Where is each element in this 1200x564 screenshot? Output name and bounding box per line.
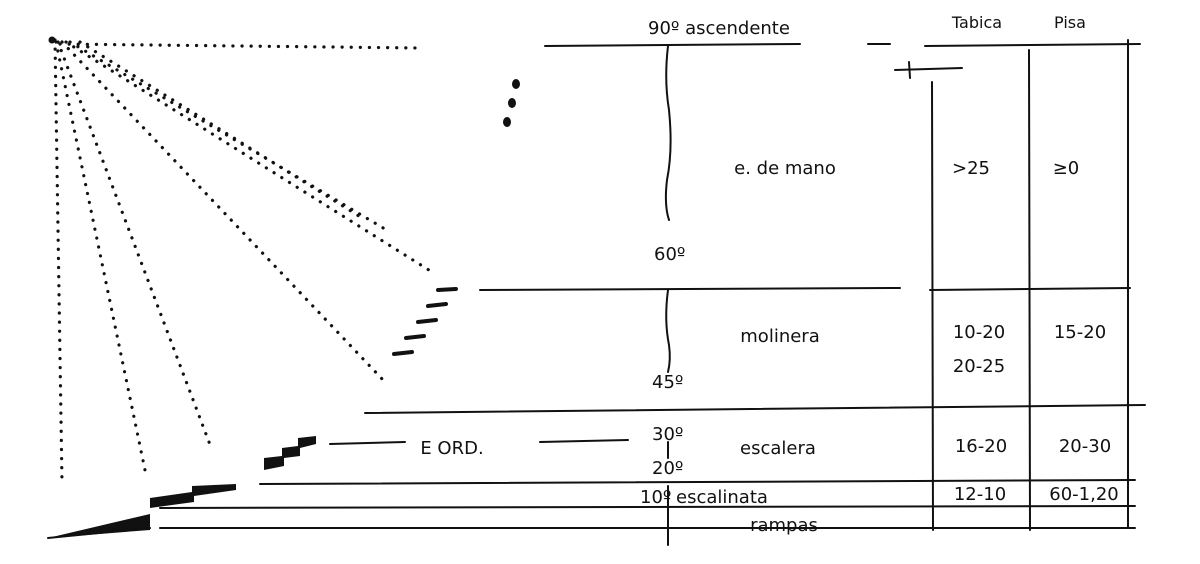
vline-tabica <box>931 81 934 531</box>
ray-60 <box>56 40 214 452</box>
vertical-lines <box>664 39 1129 546</box>
origin-point <box>48 36 56 44</box>
rung-2 <box>508 98 516 108</box>
row-rampas-name: rampas <box>750 515 818 536</box>
row-escalinata-tabica: 12-10 <box>954 484 1006 505</box>
line-30-left <box>329 441 406 445</box>
escalinata-steps <box>150 484 236 508</box>
ordinary-stair-shape <box>264 436 316 470</box>
line-30-mid <box>539 439 629 443</box>
row-escalera-pisa: 20-30 <box>1059 436 1111 457</box>
tick-tabica <box>908 61 911 79</box>
step-m2 <box>426 302 448 308</box>
vline-angle-mid <box>665 289 671 373</box>
row-emano-pisa: ≥0 <box>1053 158 1080 179</box>
row-emano-name: e. de mano <box>734 158 836 179</box>
step-m5 <box>392 350 414 356</box>
step-m1 <box>436 287 458 292</box>
angle-45-label: 45º <box>652 372 683 393</box>
rung-1 <box>512 79 520 89</box>
ramp-base <box>47 527 151 539</box>
angle-90-label: 90º ascendente <box>648 18 790 39</box>
ray-30 <box>64 40 434 274</box>
line-60 <box>479 287 901 291</box>
row-escalera-tabica: 16-20 <box>955 436 1007 457</box>
line-20 <box>259 479 1136 485</box>
angle-rays <box>48 36 434 484</box>
header-tabica: Tabica <box>951 13 1002 32</box>
row-escalera-name: escalera <box>740 438 816 459</box>
vline-angle-upper <box>664 45 672 221</box>
ray-90 <box>53 38 64 484</box>
row-molinera-tabica-2: 20-25 <box>953 356 1005 377</box>
angle-20-label: 20º <box>652 458 683 479</box>
line-90 <box>544 43 801 47</box>
horizontal-lines <box>159 43 1146 529</box>
row-escalinata-name: escalinata <box>676 487 768 508</box>
row-molinera-name: molinera <box>740 326 819 347</box>
vline-pisa <box>1028 49 1031 531</box>
molinera-steps <box>392 287 458 356</box>
step-m4 <box>404 334 426 340</box>
header-pisa: Pisa <box>1054 13 1086 32</box>
angle-30-label: 30º <box>652 424 683 445</box>
ray-horizontal-top <box>58 42 422 50</box>
ramp-wedge <box>48 514 150 538</box>
line-10 <box>159 505 1136 509</box>
ray-45 <box>60 40 387 384</box>
eord-label: E ORD. <box>420 438 483 459</box>
ray-extra <box>78 40 364 220</box>
line-tabica-top <box>894 67 963 71</box>
row-escalinata-pisa: 60-1,20 <box>1049 484 1118 505</box>
step-m3 <box>416 318 438 324</box>
ray-75 <box>54 40 147 472</box>
row-emano-tabica: >25 <box>952 158 990 179</box>
rung-3 <box>503 117 511 127</box>
row-molinera-pisa: 15-20 <box>1054 322 1106 343</box>
line-header-bottom <box>924 43 1141 47</box>
row-molinera-tabica-1: 10-20 <box>953 322 1005 343</box>
angle-10-label: 10º <box>640 487 671 508</box>
ray-20 <box>68 40 392 234</box>
line-45 <box>364 404 1146 414</box>
ladder-rungs <box>503 79 520 127</box>
angle-60-label: 60º <box>654 244 685 265</box>
